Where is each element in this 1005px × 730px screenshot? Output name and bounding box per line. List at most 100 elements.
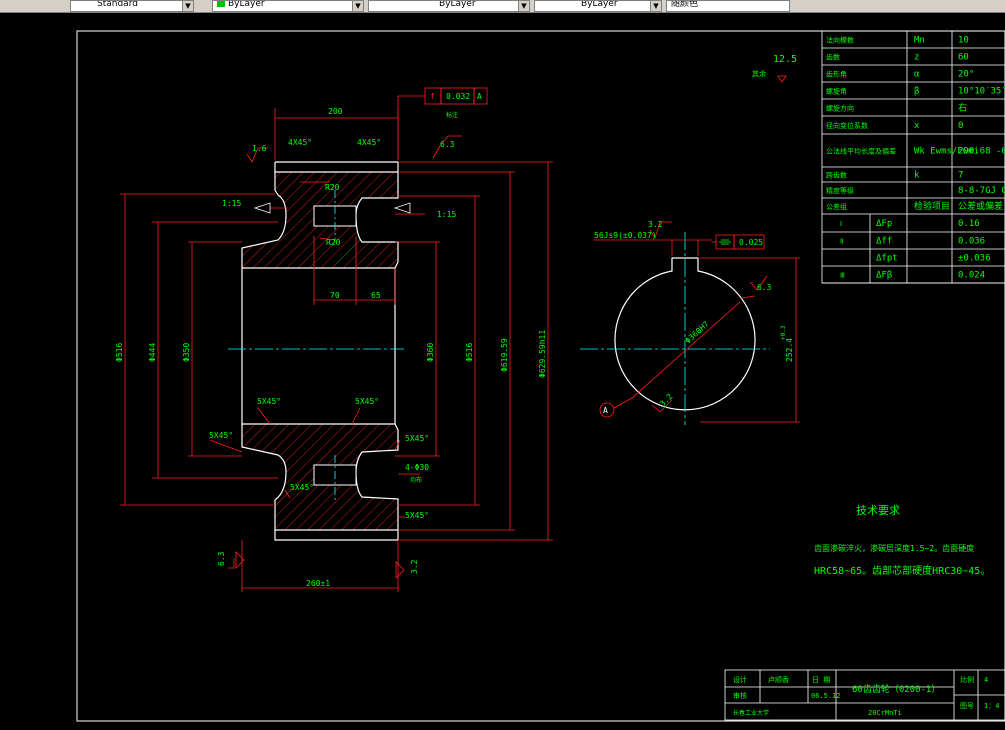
bore-outline — [614, 257, 756, 411]
text-style-select[interactable]: Standard▼ — [70, 0, 194, 12]
dim-keyway: 56Js9(±0.037) — [594, 231, 657, 240]
roughness-1.6: 1.6 — [252, 144, 267, 153]
technical-requirements: 技术要求 齿面渗碳淬火，渗碳层深度1.5~2。齿面硬度 HRC58~65。齿部芯… — [814, 504, 990, 577]
plotstyle-select[interactable]: 随颜色 — [666, 0, 790, 12]
dim-chamfer-1: 4X45° — [288, 138, 312, 147]
tb-sheet-label: 图号 — [960, 702, 974, 710]
dim-taper-left: 1:15 — [222, 199, 241, 208]
tb-date-label: 日 期 — [812, 676, 830, 684]
gdt-symbol: f — [430, 92, 435, 101]
properties-toolbar: Standard▼ ByLayer▼ ByLayer▼ ByLayer▼ 随颜色 — [0, 0, 1005, 13]
param-cell: 公差或偏差 — [958, 200, 1003, 212]
lineweight-select[interactable]: ByLayer▼ — [534, 0, 662, 12]
param-cell: β — [914, 87, 919, 97]
dim-width-bottom: 260±1 — [306, 579, 330, 588]
param-cell: 60 — [958, 53, 969, 63]
param-cell: 0.036 — [958, 237, 985, 247]
tb-scale-label: 比例 — [960, 675, 974, 684]
param-cell: 精度等级 — [826, 186, 854, 195]
tech-title: 技术要求 — [856, 504, 900, 517]
color-swatch — [217, 1, 225, 7]
linetype-select[interactable]: ByLayer▼ — [368, 0, 530, 12]
tb-material: 20CrMnTi — [868, 709, 902, 717]
param-cell: 齿形角 — [826, 70, 847, 79]
dim-key-tol: +0.3 — [780, 325, 787, 340]
param-cell: Δff — [876, 237, 892, 247]
param-cell: 0.16 — [958, 219, 980, 229]
symmetry-value: 0.025 — [739, 238, 763, 247]
param-cell: 螺旋角 — [826, 87, 847, 96]
cad-drawing-canvas[interactable]: 200 f 0.032 A 标注 4X45° 4X45° 1.6 6.3 R20… — [0, 12, 1005, 730]
tb-part-name: 60齿齿轮（0200-1） — [852, 683, 940, 695]
layer-select[interactable]: ByLayer▼ — [212, 0, 364, 12]
tb-sheet: 1：4 — [984, 702, 999, 710]
param-cell: Ⅲ — [840, 272, 845, 280]
tb-scale: 4 — [984, 676, 988, 684]
param-cell: 右 — [958, 102, 967, 114]
chevron-down-icon[interactable]: ▼ — [650, 1, 661, 11]
roughness-main-note: 其余 — [752, 69, 766, 78]
dim-width-top: 200 — [328, 107, 343, 116]
param-cell: Ⅰ — [840, 220, 842, 228]
dim-dia-62959: Φ629.59h11 — [538, 330, 547, 378]
param-cell: 齿数 — [826, 53, 840, 62]
bore-end-view: 56Js9(±0.037) 3.2 0.025 6.3 Φ360H7 252.4… — [580, 220, 800, 425]
param-cell: k — [914, 171, 920, 181]
param-cell: 7 — [958, 171, 963, 181]
dim-dia-516b: Φ516 — [465, 343, 474, 362]
param-cell: 螺旋方向 — [826, 104, 854, 113]
dim-bore: Φ360H7 — [683, 319, 711, 345]
chevron-down-icon[interactable]: ▼ — [182, 1, 193, 11]
chevron-down-icon[interactable]: ▼ — [352, 1, 363, 11]
param-cell: 10°10′35″ — [958, 87, 1005, 97]
dim-r20-b: R20 — [326, 238, 341, 247]
tb-school: 长春工业大学 — [733, 709, 769, 717]
dim-chamfer-7: 5X45° — [290, 483, 314, 492]
param-cell: ΔFp — [876, 219, 892, 229]
dim-holes-note: 均布 — [410, 476, 422, 484]
dim-70: 70 — [330, 291, 340, 300]
tb-date: 06.5.12 — [811, 692, 841, 700]
dim-chamfer-4: 5X45° — [355, 397, 379, 406]
gear-section-view — [120, 75, 787, 592]
roughness-3.2-a: 3.2 — [410, 559, 419, 574]
roughness-3.2-b: 3.2 — [648, 220, 663, 229]
gdt-note: 标注 — [446, 111, 458, 119]
roughness-main: 12.5 — [773, 54, 797, 65]
param-cell: 10 — [958, 36, 969, 46]
dim-chamfer-3: 5X45° — [257, 397, 281, 406]
param-cell: Ⅱ — [840, 238, 843, 246]
param-cell: 20° — [958, 70, 974, 80]
symmetry-frame — [715, 234, 765, 250]
param-cell: 公法线平均长度及偏差 — [826, 147, 896, 156]
param-cell: 290.68 -0.27/-0.34 — [958, 147, 1005, 157]
dim-chamfer-2: 4X45° — [357, 138, 381, 147]
param-cell: 0.024 — [958, 271, 985, 281]
param-cell: x — [914, 121, 920, 131]
gdt-frame — [424, 87, 488, 105]
tech-line-2: HRC58~65。齿部芯部硬度HRC30~45。 — [814, 564, 990, 577]
tb-designer: 设计 — [733, 675, 747, 684]
dim-65: 65 — [371, 291, 381, 300]
dim-dia-350: Φ350 — [182, 343, 191, 362]
dim-chamfer-6: 5X45° — [405, 434, 429, 443]
param-cell: 跨齿数 — [826, 171, 847, 180]
title-block — [724, 669, 1005, 721]
param-cell: 径向变位系数 — [826, 121, 868, 130]
tb-checker: 审核 — [733, 691, 747, 700]
roughness-3.2-c: 3.2 — [658, 392, 675, 409]
dim-dia-516a: Φ516 — [115, 343, 124, 362]
datum-a: A — [603, 406, 608, 415]
dim-holes: 4-Φ30 — [405, 463, 429, 472]
param-cell: 公差组 — [826, 202, 847, 211]
dim-r20-a: R20 — [325, 183, 340, 192]
tech-line-1: 齿面渗碳淬火，渗碳层深度1.5~2。齿面硬度 — [814, 543, 974, 553]
chevron-down-icon[interactable]: ▼ — [518, 1, 529, 11]
param-cell: z — [914, 53, 919, 63]
param-cell: 0 — [958, 121, 963, 131]
dim-chamfer-8: 5X45° — [405, 511, 429, 520]
roughness-6.3-c: 6.3 — [757, 283, 772, 292]
dim-taper-right: 1:15 — [437, 210, 456, 219]
dim-key-depth: 252.4 — [785, 338, 794, 362]
